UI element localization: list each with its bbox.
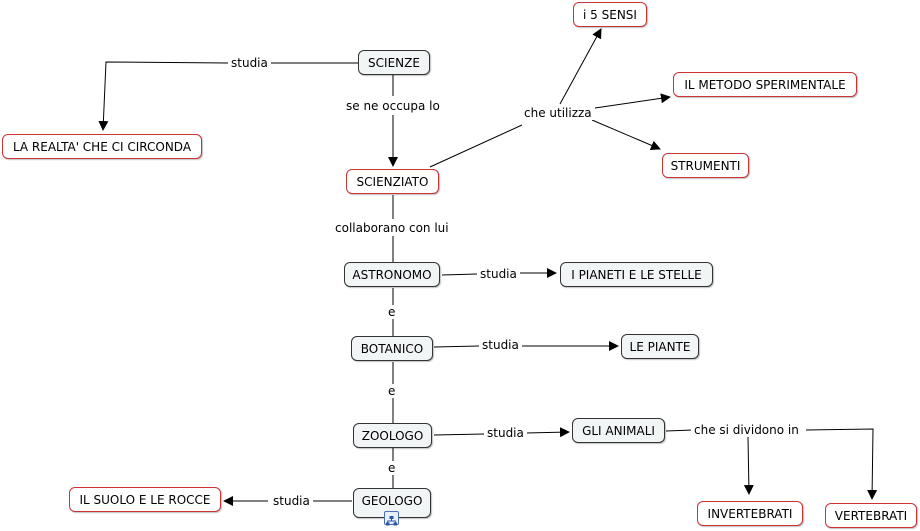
line-zoologo-studia — [433, 433, 485, 436]
concept-strumenti[interactable]: STRUMENTI — [662, 153, 749, 178]
link-e-botanico-zoologo: e — [385, 384, 399, 398]
concept-scienziato[interactable]: SCIENZIATO — [346, 169, 439, 194]
concept-invertebrati[interactable]: INVERTEBRATI — [697, 501, 803, 526]
concept-5-sensi[interactable]: i 5 SENSI — [573, 2, 647, 27]
concept-piante[interactable]: LE PIANTE — [621, 334, 699, 359]
link-studia-realta: studia — [228, 56, 271, 70]
arrow-utilizza-metodo — [594, 93, 671, 109]
link-studia-animali: studia — [484, 426, 527, 440]
link-e-zoologo-geologo: e — [385, 461, 399, 475]
arrow-studia-animali — [525, 427, 570, 438]
arrow-utilizza-strumenti — [591, 119, 661, 151]
concept-pianeti-stelle[interactable]: I PIANETI E LE STELLE — [560, 262, 713, 287]
link-che-utilizza: che utilizza — [521, 106, 595, 120]
line-astronomo-studia — [441, 273, 478, 276]
concept-suolo-rocce[interactable]: IL SUOLO E LE ROCCE — [69, 487, 221, 512]
concept-zoologo[interactable]: ZOOLOGO — [353, 423, 432, 448]
concept-animali[interactable]: GLI ANIMALI — [572, 418, 665, 443]
concept-botanico[interactable]: BOTANICO — [351, 336, 433, 361]
line-botanico-studia — [433, 345, 480, 348]
resource-map-icon-glyph — [386, 516, 397, 526]
link-che-si-dividono: che si dividono in — [691, 423, 802, 437]
arrow-dividono-vertebrati — [805, 428, 878, 500]
link-collaborano: collaborano con lui — [332, 221, 452, 235]
line-scienziato-utilizza — [429, 124, 523, 168]
arrow-studia-realta — [98, 61, 229, 131]
link-studia-suolo: studia — [270, 494, 313, 508]
concept-astronomo[interactable]: ASTRONOMO — [344, 262, 440, 287]
link-studia-piante: studia — [479, 338, 522, 352]
link-e-astronomo-botanico: e — [385, 305, 399, 319]
arrow-utilizza-sensi — [559, 28, 602, 105]
resource-map-icon[interactable] — [384, 511, 399, 526]
concept-scienze[interactable]: SCIENZE — [358, 50, 430, 75]
line-animali-dividono — [665, 429, 694, 432]
link-se-ne-occupa: se ne occupa lo — [343, 99, 443, 113]
concept-metodo-sperimentale[interactable]: IL METODO SPERIMENTALE — [673, 72, 857, 97]
arrow-dividono-invertebrati — [743, 436, 754, 495]
concept-realta[interactable]: LA REALTA' CHE CI CIRCONDA — [2, 134, 202, 159]
concept-vertebrati[interactable]: VERTEBRATI — [825, 503, 917, 528]
link-studia-pianeti: studia — [477, 267, 520, 281]
